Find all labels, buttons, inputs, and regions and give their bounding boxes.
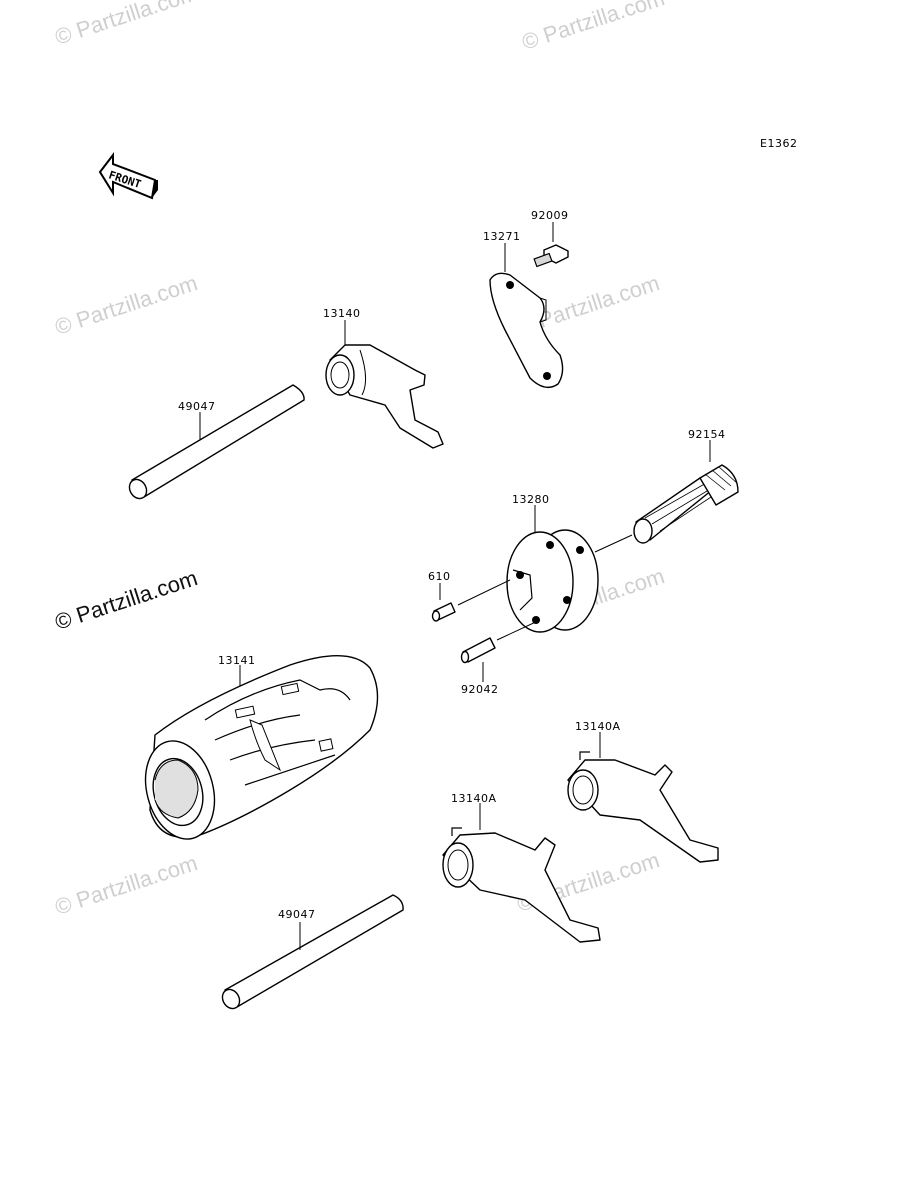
label-13140a-right: 13140A: [575, 720, 621, 733]
label-13140a-center: 13140A: [451, 792, 497, 805]
bolt-92154: [594, 440, 739, 553]
front-arrow-icon: FRONT: [98, 152, 158, 200]
label-92009: 92009: [531, 209, 569, 222]
screw-92009: [533, 222, 569, 268]
watermark-strong: © Partzilla.com: [52, 565, 201, 635]
label-49047-lower: 49047: [278, 908, 316, 921]
fork-13140: [325, 320, 444, 449]
label-13280: 13280: [512, 493, 550, 506]
watermark: © Partzilla.com: [52, 270, 201, 340]
label-13271: 13271: [483, 230, 521, 243]
holder-13280: [506, 505, 599, 633]
pin-92042: [460, 619, 541, 682]
plate-13271: [489, 243, 564, 389]
fork-13140a-center: [442, 803, 601, 943]
label-49047-upper: 49047: [178, 400, 216, 413]
label-13141: 13141: [218, 654, 256, 667]
watermark: © Partzilla.com: [52, 850, 201, 920]
watermark: © Partzilla.com: [519, 0, 668, 55]
label-92042: 92042: [461, 683, 499, 696]
label-610: 610: [428, 570, 451, 583]
fork-13140a-right: [567, 732, 719, 863]
shaft-49047-upper: [128, 384, 305, 500]
shaft-49047-lower: [221, 894, 404, 1010]
drum-13141: [144, 655, 379, 840]
pin-610: [431, 579, 511, 622]
diagram-code: E1362: [760, 137, 797, 150]
label-92154: 92154: [688, 428, 726, 441]
label-13140: 13140: [323, 307, 361, 320]
watermark: © Partzilla.com: [52, 0, 201, 50]
